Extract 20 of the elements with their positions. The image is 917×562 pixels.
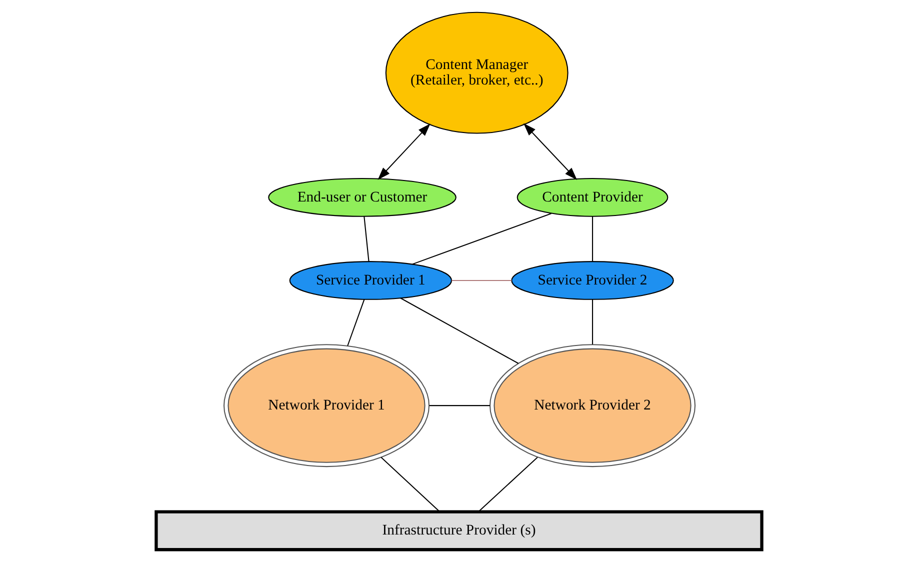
connector [380,457,440,512]
connector [592,299,593,344]
node-ellipse: Network Provider 2 [489,344,696,468]
node-ellipse: Service Provider 2 [510,261,674,300]
connector [400,298,518,364]
node-ellipse: Content Provider [516,178,668,217]
connector [428,405,490,406]
node-ellipse: Network Provider 1 [223,344,430,468]
connector [346,299,364,346]
node-ellipse: Service Provider 1 [288,261,452,300]
connector [363,216,369,262]
connector [592,216,593,262]
arrow [377,124,430,180]
node-ellipse: Content Manager (Retailer, broker, etc..) [384,12,568,134]
node-ellipse: End-user or Customer [268,178,456,217]
arrow [523,123,577,180]
connector [451,280,512,281]
connector [412,213,551,265]
node-box: Infrastructure Provider (s) [154,510,763,552]
connector [478,457,538,512]
